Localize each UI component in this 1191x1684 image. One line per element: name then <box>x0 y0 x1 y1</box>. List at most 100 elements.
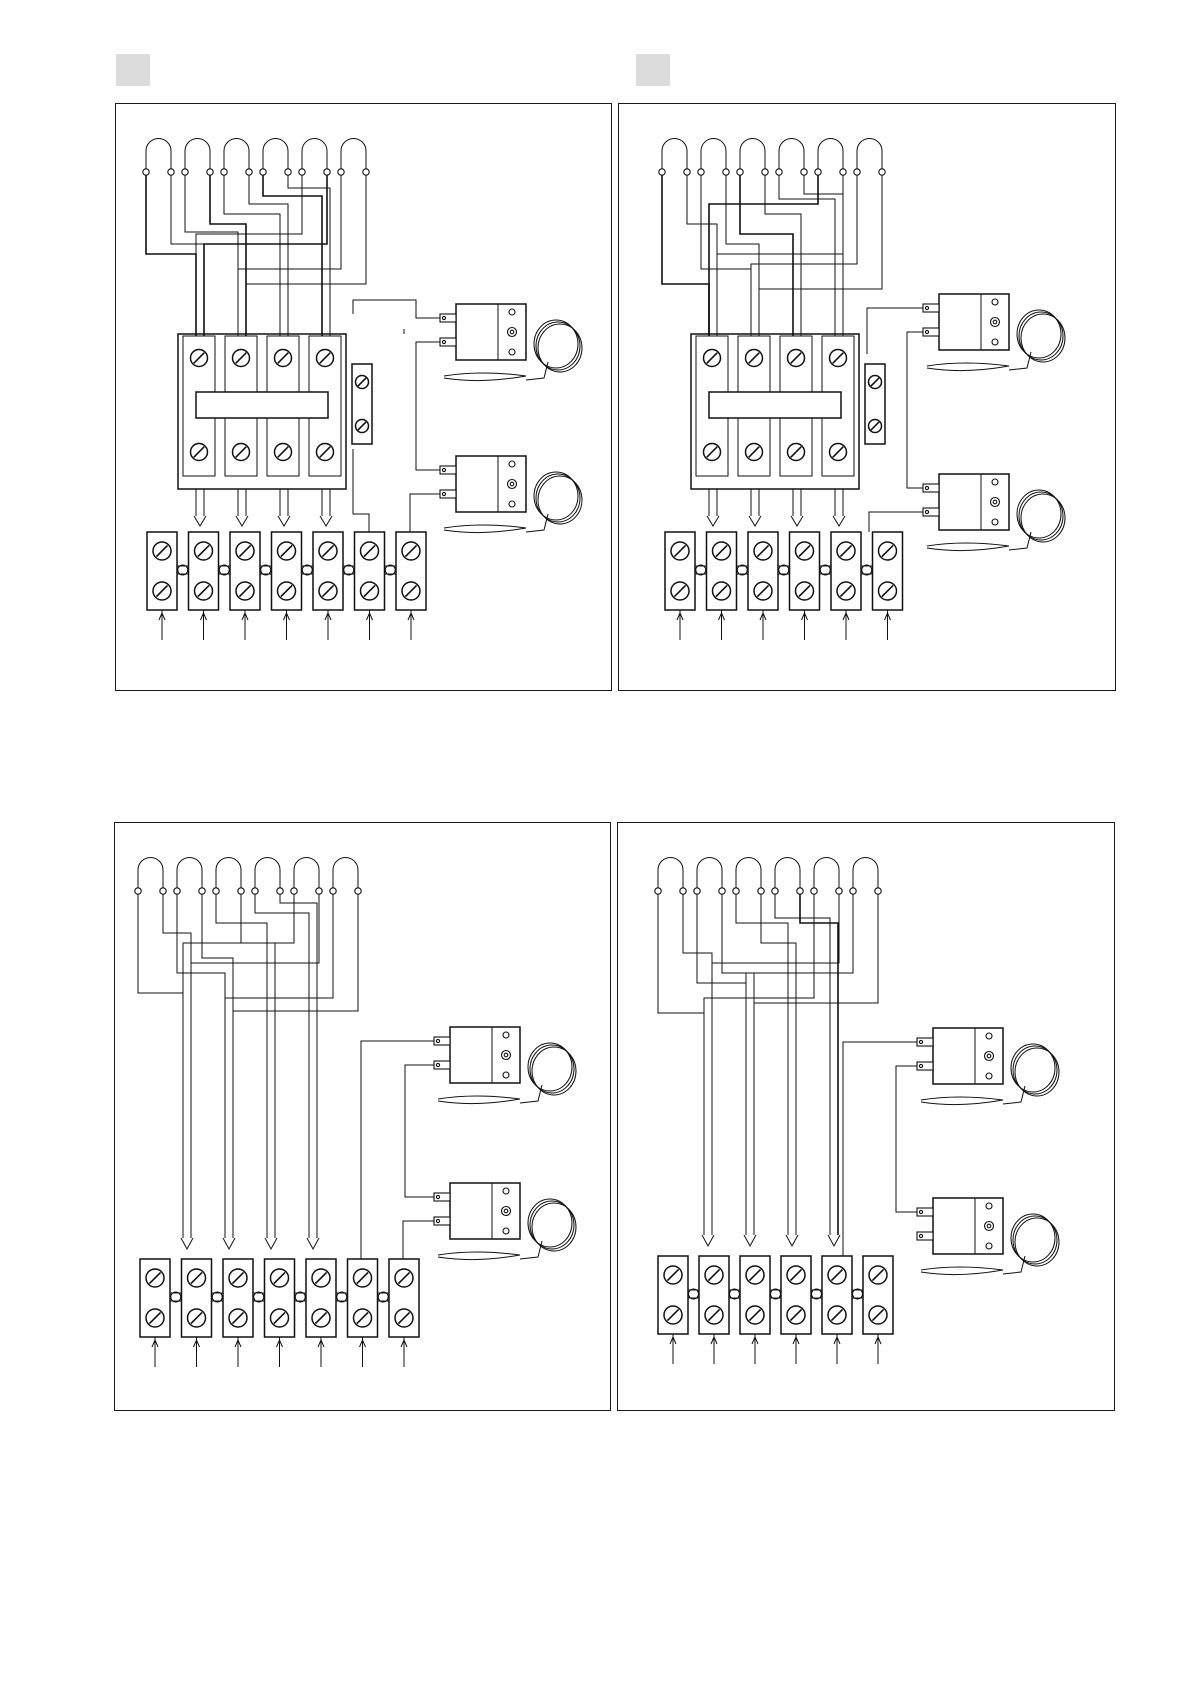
heater-pin <box>199 888 205 894</box>
wire <box>843 1042 917 1256</box>
thermostat-bulb <box>438 1252 520 1260</box>
wiring-diagram-top-left <box>115 103 612 691</box>
heating-element-loop <box>177 858 202 892</box>
wire <box>238 175 341 336</box>
arrow-icon <box>744 1235 756 1246</box>
screw-icon <box>992 519 998 525</box>
screw-icon <box>664 1306 682 1324</box>
thermostat-bulb <box>927 363 1009 371</box>
heater-pin <box>698 169 704 175</box>
arrow-icon <box>786 1235 798 1246</box>
screw-icon <box>312 1269 330 1287</box>
wire <box>779 175 835 336</box>
heater-pin <box>207 169 213 175</box>
wire <box>353 449 369 532</box>
capillary-coil <box>532 1047 576 1095</box>
screw-icon <box>317 350 334 367</box>
screw-icon <box>713 582 731 600</box>
screw-icon <box>195 582 213 600</box>
screw-icon <box>788 444 805 461</box>
wiring-diagram-top-left-svg <box>116 104 611 690</box>
screw-icon <box>503 1032 509 1038</box>
screw-icon <box>746 444 763 461</box>
screw-icon <box>986 1073 992 1079</box>
screw-icon <box>503 1188 509 1194</box>
screw-icon <box>153 542 171 560</box>
heating-element-loop <box>740 139 765 173</box>
thermostat-bulb <box>921 1267 1003 1275</box>
heater-pin <box>772 888 778 894</box>
wire <box>746 894 853 1235</box>
wire <box>403 1221 434 1259</box>
screw-icon <box>233 444 250 461</box>
wire <box>869 512 923 532</box>
wire <box>224 175 280 336</box>
heating-element-loop <box>779 139 804 173</box>
wire <box>171 175 204 336</box>
screw-icon <box>509 501 515 507</box>
screw-icon <box>828 1306 846 1324</box>
heating-element-loop <box>185 139 210 173</box>
thermostat-bulb <box>444 373 526 381</box>
screw-icon <box>837 542 855 560</box>
wire <box>662 175 709 336</box>
screw-icon <box>236 582 254 600</box>
capillary-coil <box>1021 494 1065 542</box>
screw-icon <box>879 542 897 560</box>
heating-element-loop <box>302 139 327 172</box>
heater-pin <box>135 888 141 894</box>
heater-pin <box>260 169 266 175</box>
thermostat-bulb <box>438 1096 520 1104</box>
thermostat-bulb <box>927 543 1009 551</box>
heater-pin <box>719 888 725 894</box>
wire <box>288 175 330 336</box>
heater-pin <box>840 169 846 175</box>
screw-icon <box>713 542 731 560</box>
wire <box>405 1065 434 1197</box>
screw-icon <box>402 542 420 560</box>
screw-icon <box>509 309 515 315</box>
wire <box>361 1041 434 1259</box>
arrow-icon <box>320 516 332 526</box>
screw-icon <box>503 1228 509 1234</box>
screw-icon <box>704 350 721 367</box>
screw-icon <box>188 1269 206 1287</box>
screw-icon <box>312 1309 330 1327</box>
contactor-label-plate <box>709 392 841 418</box>
heater-pin <box>330 888 336 894</box>
heater-pin <box>680 888 686 894</box>
heater-pin <box>213 888 219 894</box>
wire <box>280 894 317 1238</box>
screw-icon <box>754 542 772 560</box>
section-marker-right <box>636 54 670 86</box>
screw-icon <box>830 444 847 461</box>
wire <box>726 175 759 336</box>
heater-pin <box>723 169 729 175</box>
screw-icon <box>705 1306 723 1324</box>
wiring-diagram-top-right <box>618 103 1116 691</box>
heating-element-loop <box>146 139 171 173</box>
heater-pin <box>168 169 174 175</box>
heater-pin <box>850 888 856 894</box>
screw-icon <box>233 350 250 367</box>
capillary-coil <box>1015 1048 1059 1096</box>
heater-pin <box>801 169 807 175</box>
wire <box>687 175 717 336</box>
wire <box>177 894 225 1238</box>
heater-pin <box>324 169 330 175</box>
heater-pin <box>277 888 283 894</box>
screw-icon <box>146 1269 164 1287</box>
capillary-coil <box>538 476 582 524</box>
arrow-icon <box>707 516 719 526</box>
heating-element-loop <box>341 139 366 173</box>
heater-pin <box>684 169 690 175</box>
contactor-label-plate <box>196 392 328 418</box>
wire <box>754 894 878 1235</box>
screw-icon <box>146 1309 164 1327</box>
screw-icon <box>704 444 721 461</box>
screw-icon <box>746 1306 764 1324</box>
heating-element-loop <box>701 139 726 172</box>
heater-pin <box>160 888 166 894</box>
wire <box>896 1066 917 1212</box>
heater-pin <box>737 169 743 175</box>
